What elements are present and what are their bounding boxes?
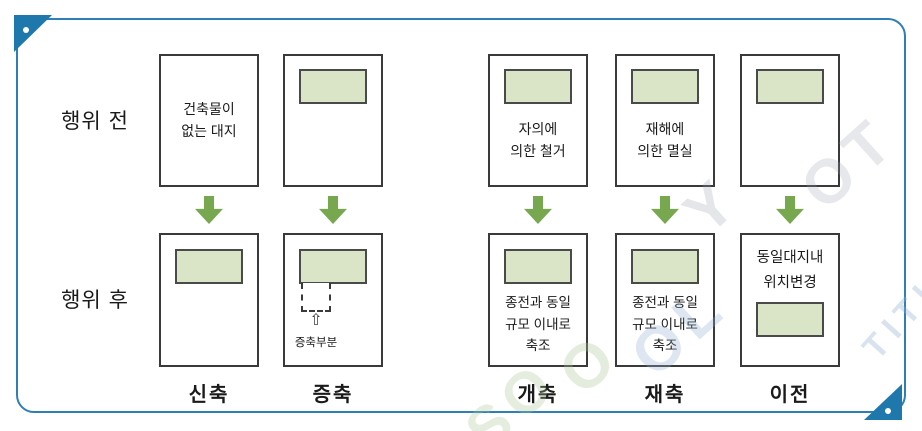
transition xyxy=(740,187,840,233)
after-box-new-building xyxy=(159,233,259,367)
frame-border xyxy=(16,18,906,413)
down-arrow-icon xyxy=(524,196,552,224)
before-box-existing-building xyxy=(740,54,840,187)
after-box-rebuilt-same-scale: 종전과 동일 규모 이내로 축조 xyxy=(615,233,715,367)
building-rect xyxy=(504,249,572,284)
column-new-construction: 건축물이 없는 대지 신축 xyxy=(159,54,259,407)
before-text: 재해에 의한 멸실 xyxy=(637,121,693,159)
building-rect xyxy=(299,69,367,104)
before-box-voluntary-demolition: 자의에 의한 철거 xyxy=(488,54,588,187)
column-reconstruction: 자의에 의한 철거 종전과 동일 규모 이내로 축조 개축 xyxy=(488,54,588,407)
before-box-content: 건축물이 없는 대지 xyxy=(161,56,257,185)
down-arrow-icon xyxy=(776,196,804,224)
row-label-after: 행위 후 xyxy=(61,289,129,312)
down-arrow-icon xyxy=(651,196,679,224)
down-arrow-icon xyxy=(195,196,223,224)
after-box-extended-building: ⇧ 증축부분 xyxy=(283,233,383,367)
column-label-reconstruction: 개축 xyxy=(517,384,559,406)
building-rect xyxy=(299,249,367,284)
after-box-rebuilt-same-scale: 종전과 동일 규모 이내로 축조 xyxy=(488,233,588,367)
column-label-extension: 증축 xyxy=(312,384,354,406)
transition xyxy=(488,187,588,233)
after-text: 종전과 동일 규모 이내로 축조 xyxy=(505,295,571,354)
before-box-existing-building xyxy=(283,54,383,187)
transition xyxy=(159,187,259,233)
before-box-disaster-loss: 재해에 의한 멸실 xyxy=(615,54,715,187)
after-box-relocated-building: 동일대지내 위치변경 xyxy=(740,233,840,367)
before-text: 건축물이 없는 대지 xyxy=(181,100,237,139)
building-rect xyxy=(756,302,824,338)
column-label-relocation: 이전 xyxy=(769,384,811,406)
column-rebuilding: 재해에 의한 멸실 종전과 동일 규모 이내로 축조 재축 xyxy=(615,54,715,407)
column-label-new-construction: 신축 xyxy=(188,384,230,406)
corner-dot xyxy=(23,27,29,33)
building-rect xyxy=(756,69,824,104)
extension-dashed-rect xyxy=(301,283,331,312)
row-label-before: 행위 전 xyxy=(61,110,129,133)
after-text: 종전과 동일 규모 이내로 축조 xyxy=(632,295,698,354)
corner-dot xyxy=(885,408,891,414)
transition xyxy=(283,187,383,233)
before-box-empty-site: 건축물이 없는 대지 xyxy=(159,54,259,187)
transition xyxy=(615,187,715,233)
building-rect xyxy=(631,69,699,104)
after-text: 동일대지내 위치변경 xyxy=(756,250,824,291)
column-extension: ⇧ 증축부분 증축 xyxy=(283,54,383,407)
before-text: 자의에 의한 철거 xyxy=(510,121,566,159)
up-arrow-outline-icon: ⇧ xyxy=(309,312,323,329)
extension-caption: 증축부분 xyxy=(294,337,338,349)
building-rect xyxy=(175,249,243,284)
building-rect xyxy=(631,249,699,284)
down-arrow-icon xyxy=(319,196,347,224)
column-label-rebuilding: 재축 xyxy=(644,384,686,406)
column-relocation: 동일대지내 위치변경 이전 xyxy=(740,54,840,407)
building-rect xyxy=(504,69,572,104)
